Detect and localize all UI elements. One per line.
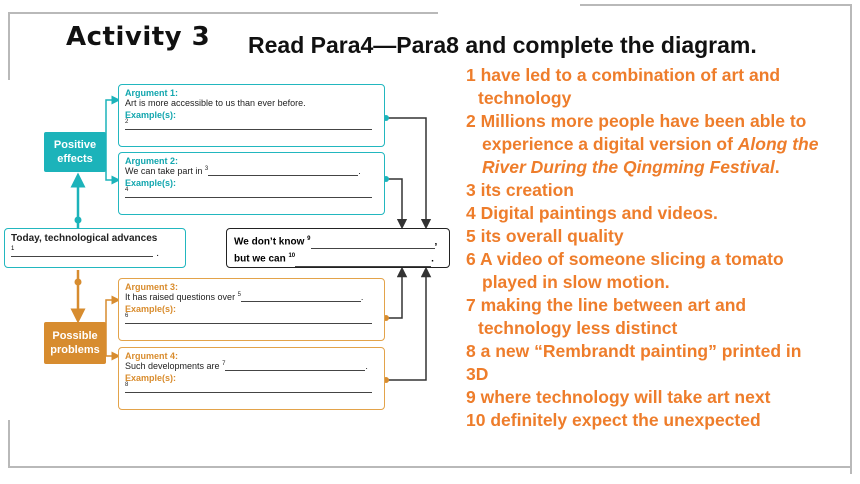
tech-blank[interactable]: 1 .	[11, 246, 159, 259]
argument-4-example-blank[interactable]: 8	[125, 382, 378, 393]
answer-3: 3 its creation	[466, 180, 574, 200]
answer-7: 7 making the line between art and techno…	[466, 294, 858, 340]
answer-2-italic-2: River During the Qingming Festival	[482, 157, 775, 177]
activity-title: Activity 3	[66, 22, 211, 52]
answer-10: 10 definitely expect the unexpected	[466, 410, 761, 430]
possible-problems-label: Possible problems	[50, 330, 100, 356]
conclusion-line-1: We don’t know 9,	[234, 236, 438, 250]
argument-4-line: Such developments are 7.	[125, 361, 368, 371]
answer-1-line-1: 1 have led to a combination of art and	[466, 65, 781, 85]
answer-8-line-1: 8 a new “Rembrandt painting” printed in	[466, 341, 802, 361]
answer-1-line-2: technology	[478, 88, 572, 108]
conclusion-text-1: We don’t know	[234, 236, 305, 248]
answer-list: 1 have led to a combination of art and t…	[466, 64, 858, 432]
positive-effects-box: Positive effects	[44, 132, 106, 172]
answer-2-line-2: experience a digital version of Along th…	[466, 133, 858, 156]
argument-3-line: It has raised questions over 5.	[125, 292, 364, 302]
blank-number: 8	[125, 382, 129, 388]
argument-2-example-label: Example(s):	[125, 178, 177, 188]
answer-2-line-1: 2 Millions more people have been able to	[466, 111, 807, 131]
answer-2-line-3: River During the Qingming Festival.	[466, 156, 858, 179]
argument-1-title: Argument 1:	[125, 88, 179, 98]
conclusion-blank-1[interactable]	[310, 239, 435, 250]
answer-2-italic: Along the	[737, 134, 819, 154]
argument-1-text: Art is more accessible to us than ever b…	[125, 98, 306, 108]
answer-8: 8 a new “Rembrandt painting” printed in …	[466, 340, 858, 386]
argument-3-example-label: Example(s):	[125, 304, 177, 314]
argument-3-example-blank[interactable]: 6	[125, 313, 378, 324]
frame-right-line	[850, 4, 852, 474]
frame-left-lower	[8, 420, 10, 468]
argument-2-line: We can take part in 3.	[125, 166, 361, 176]
frame-bottom-line	[8, 466, 852, 468]
argument-3-blank[interactable]	[240, 292, 361, 302]
argument-2-title: Argument 2:	[125, 156, 179, 166]
frame-top-line	[8, 12, 438, 14]
argument-1-example-blank[interactable]: 2	[125, 119, 378, 130]
answer-4: 4 Digital paintings and videos.	[466, 203, 718, 223]
argument-2-example-blank[interactable]: 4	[125, 187, 378, 198]
argument-4-title: Argument 4:	[125, 351, 179, 361]
answer-7-line-2: technology less distinct	[478, 318, 678, 338]
answer-9: 9 where technology will take art next	[466, 387, 771, 407]
argument-3-text: It has raised questions over	[125, 292, 236, 302]
answer-2: 2 Millions more people have been able to…	[466, 110, 858, 179]
argument-2-blank[interactable]	[208, 166, 359, 176]
argument-4-text: Such developments are	[125, 361, 220, 371]
argument-4-box: Argument 4: Such developments are 7. Exa…	[118, 347, 385, 410]
argument-4-blank[interactable]	[225, 361, 366, 371]
technological-advances-box: Today, technological advances 1 .	[4, 228, 186, 268]
answer-2-tail: .	[774, 157, 780, 177]
answer-6: 6 A video of someone slicing a tomato pl…	[466, 248, 858, 294]
argument-1-box: Argument 1: Art is more accessible to us…	[118, 84, 385, 147]
argument-3-box: Argument 3: It has raised questions over…	[118, 278, 385, 341]
answer-2-text: experience a digital version of	[482, 134, 733, 154]
blank-number: 4	[125, 187, 129, 193]
tech-text: Today, technological advances	[11, 233, 158, 244]
argument-4-example-label: Example(s):	[125, 373, 177, 383]
conclusion-blank-2[interactable]	[295, 257, 432, 267]
argument-2-box: Argument 2: We can take part in 3. Examp…	[118, 152, 385, 215]
conclusion-box: We don’t know 9, but we can 10.	[226, 228, 450, 268]
answer-6-line-2: played in slow motion.	[482, 272, 670, 292]
blank-number: 1	[11, 246, 15, 252]
blank-number: 5	[237, 292, 241, 298]
argument-1-example-label: Example(s):	[125, 110, 177, 120]
blank-number: 2	[125, 119, 129, 125]
answer-1: 1 have led to a combination of art and t…	[466, 64, 858, 110]
possible-problems-box: Possible problems	[44, 322, 106, 364]
answer-8-line-2: 3D	[466, 364, 489, 384]
positive-effects-label: Positive effects	[53, 139, 97, 165]
instruction-title: Read Para4—Para8 and complete the diagra…	[248, 32, 757, 58]
blank-number: 3	[204, 166, 209, 172]
blank-number: 10	[288, 253, 296, 260]
conclusion-line-2: but we can 10.	[234, 253, 434, 267]
answer-5: 5 its overall quality	[466, 226, 624, 246]
answer-6-line-1: 6 A video of someone slicing a tomato	[466, 249, 784, 269]
argument-2-text: We can take part in	[125, 166, 203, 176]
argument-3-title: Argument 3:	[125, 282, 179, 292]
conclusion-text-2: but we can	[234, 253, 286, 265]
frame-top-line-right	[580, 4, 852, 6]
blank-number: 6	[125, 313, 129, 319]
answer-7-line-1: 7 making the line between art and	[466, 295, 747, 315]
blank-number: 7	[222, 361, 226, 367]
blank-number: 9	[307, 236, 311, 242]
frame-left-line	[8, 12, 10, 80]
